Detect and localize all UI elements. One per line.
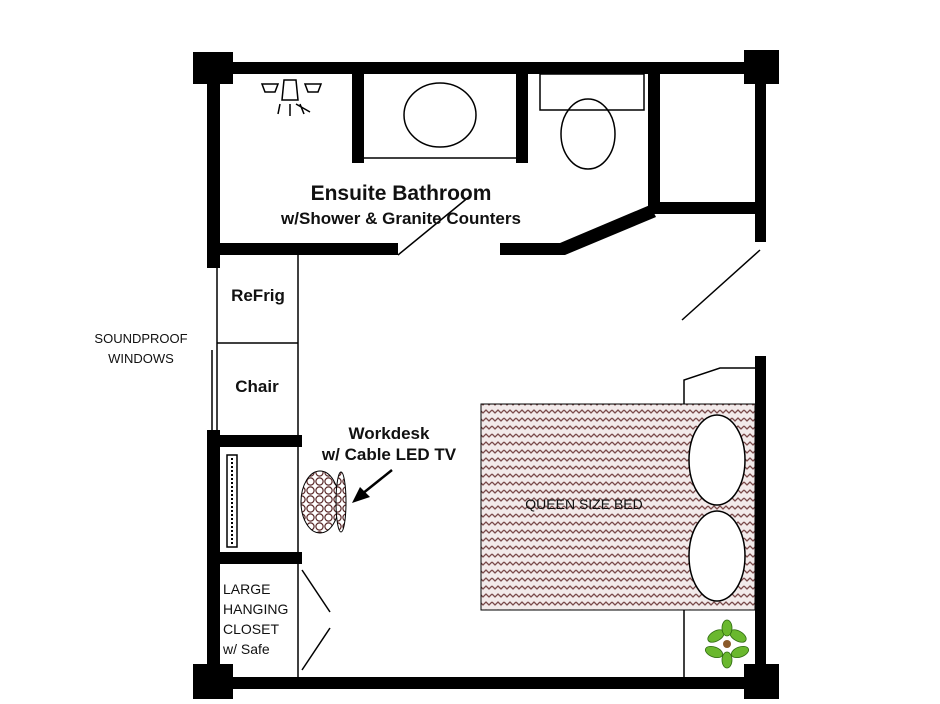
bathroom-walls bbox=[220, 70, 758, 255]
left-compartments bbox=[211, 255, 302, 680]
doors bbox=[301, 195, 761, 671]
workdesk-line2: w/ Cable LED TV bbox=[321, 445, 457, 464]
closet-line2: HANGING bbox=[223, 601, 288, 617]
chair-label: Chair bbox=[235, 377, 279, 396]
bathroom-title: Ensuite Bathroom bbox=[311, 182, 492, 205]
closet-line3: CLOSET bbox=[223, 621, 279, 637]
bathroom-subtitle: w/Shower & Granite Counters bbox=[280, 209, 521, 228]
pointer-arrow bbox=[352, 469, 393, 503]
toilet bbox=[539, 73, 645, 170]
closet-line4: w/ Safe bbox=[222, 641, 270, 657]
refrig-label: ReFrig bbox=[231, 286, 285, 305]
closet-line1: LARGE bbox=[223, 581, 270, 597]
queen-bed bbox=[480, 367, 756, 611]
soundproof-line1: SOUNDPROOF bbox=[94, 331, 187, 346]
light-fixture-icon bbox=[260, 79, 323, 116]
plant-icon bbox=[683, 610, 750, 680]
workdesk-line1: Workdesk bbox=[349, 424, 430, 443]
soundproof-line2: WINDOWS bbox=[108, 351, 174, 366]
desk-chair-icon bbox=[300, 470, 347, 534]
bathtub-sink bbox=[364, 82, 516, 159]
bed-label: QUEEN SIZE BED bbox=[525, 496, 642, 512]
